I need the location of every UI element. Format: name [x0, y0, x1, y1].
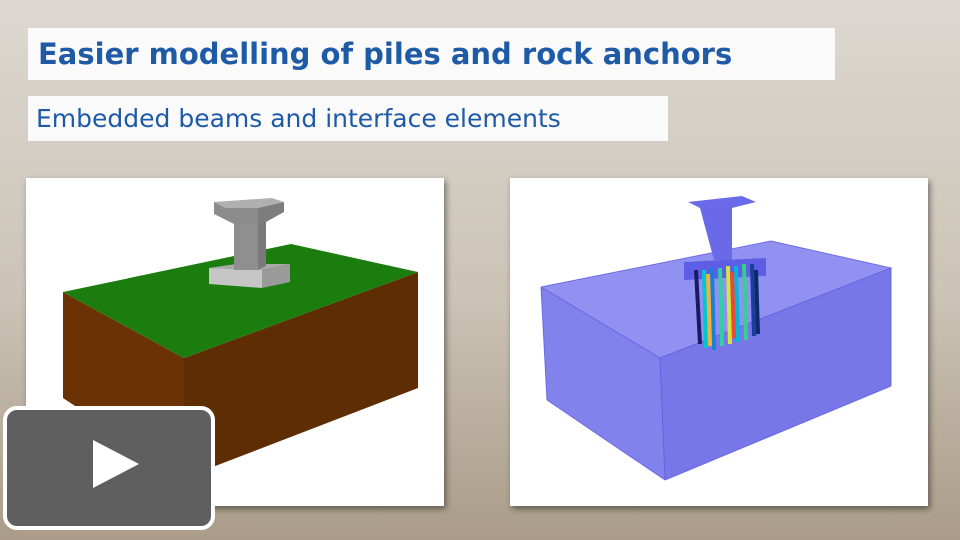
- mesh-model-image: [510, 178, 928, 506]
- play-icon: [93, 440, 139, 488]
- slide-title: Easier modelling of piles and rock ancho…: [38, 37, 733, 71]
- transparent-mesh-with-piles-icon: [540, 196, 893, 481]
- play-button[interactable]: [3, 406, 215, 530]
- soil-block-with-pier-icon: [63, 198, 418, 478]
- subtitle-box: Embedded beams and interface elements: [28, 96, 668, 141]
- slide-subtitle: Embedded beams and interface elements: [36, 104, 561, 133]
- title-box: Easier modelling of piles and rock ancho…: [28, 28, 835, 80]
